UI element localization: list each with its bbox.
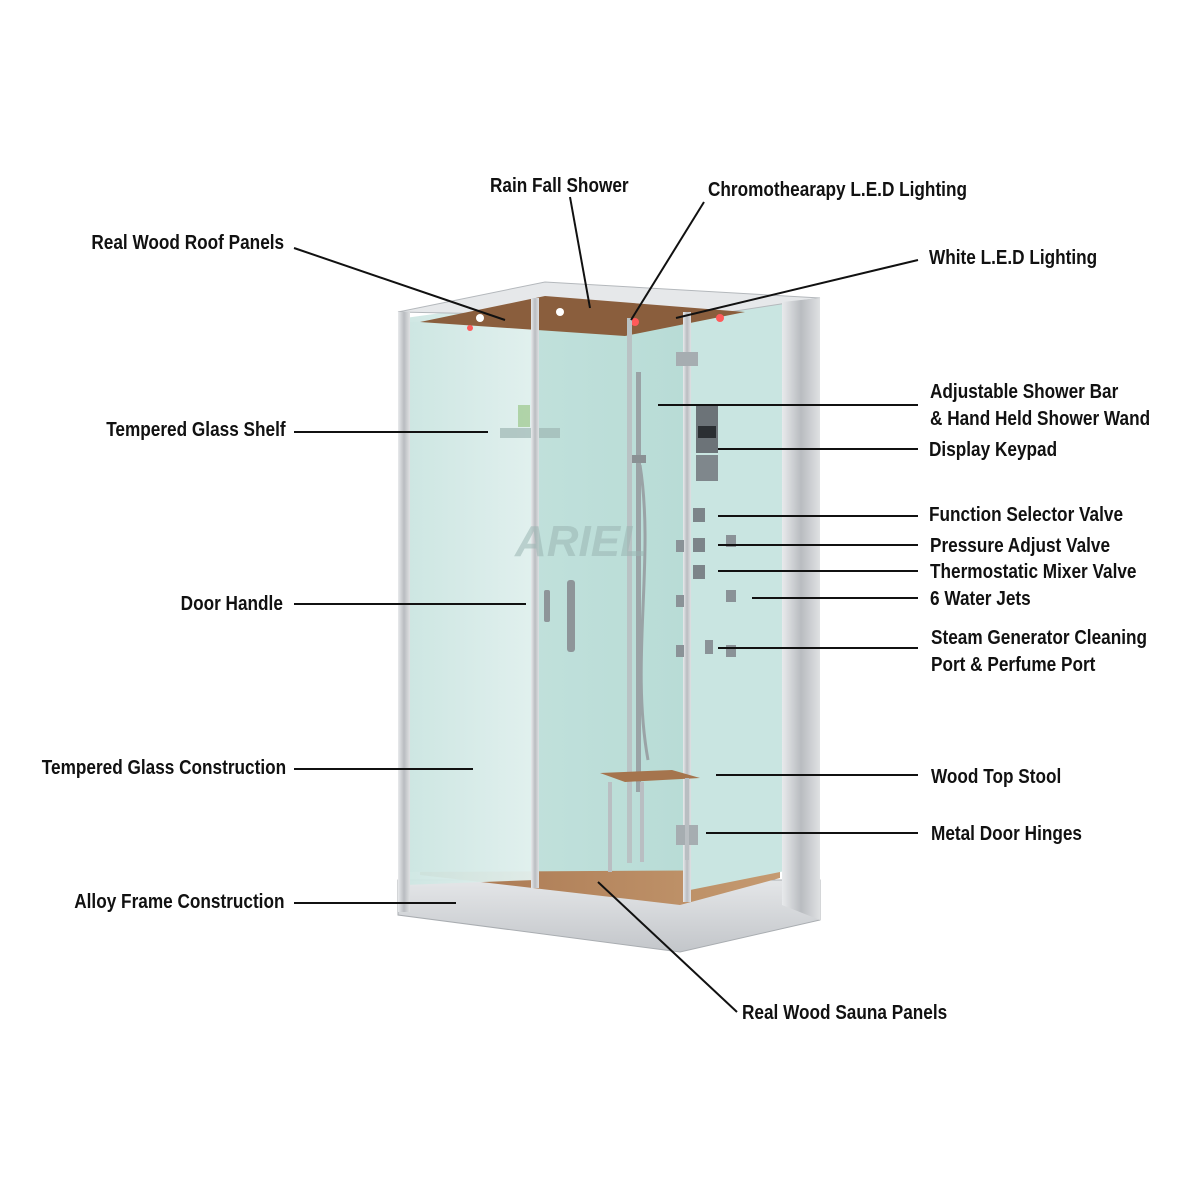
- leader-sauna-panels: [597, 881, 738, 1013]
- hinge-frame-post: [683, 312, 691, 902]
- leader-rain-fall: [569, 196, 591, 309]
- leader-chromotherapy: [630, 201, 705, 321]
- shower-hose: [638, 464, 650, 761]
- display-screen: [698, 426, 716, 438]
- label-metal-door-hinges: Metal Door Hinges: [931, 823, 1082, 845]
- label-real-wood-roof-panels: Real Wood Roof Panels: [91, 232, 284, 254]
- label-wood-top-stool: Wood Top Stool: [931, 766, 1062, 788]
- water-jet: [726, 590, 736, 602]
- stool-frame: [608, 782, 612, 872]
- water-jet: [726, 535, 736, 547]
- shower-bar: [636, 372, 641, 792]
- leader-lines: [293, 196, 919, 1013]
- steam-port: [705, 640, 713, 654]
- corner-frame-post: [627, 318, 632, 863]
- pressure-valve: [693, 538, 705, 552]
- label-perfume-port: Port & Perfume Port: [931, 654, 1096, 676]
- led-light-red: [631, 318, 639, 326]
- water-jet: [676, 595, 684, 607]
- label-pressure-adjust-valve: Pressure Adjust Valve: [930, 535, 1111, 557]
- left-glass-side: [405, 300, 535, 885]
- stool-frame: [640, 782, 644, 862]
- label-rain-fall-shower: Rain Fall Shower: [490, 175, 629, 197]
- label-white-led-lighting: White L.E.D Lighting: [929, 247, 1098, 269]
- shelf-bottle: [518, 405, 530, 427]
- label-alloy-frame-construction: Alloy Frame Construction: [73, 891, 284, 913]
- label-steam-generator-cleaning: Steam Generator Cleaning: [931, 627, 1148, 649]
- top-hinge: [676, 352, 698, 366]
- label-hand-held-shower-wand: & Hand Held Shower Wand: [930, 408, 1151, 430]
- stool-wood-top: [600, 770, 700, 782]
- label-door-handle: Door Handle: [180, 593, 283, 615]
- label-tempered-glass-construction: Tempered Glass Construction: [41, 757, 286, 779]
- water-jet: [726, 645, 736, 657]
- water-jet: [676, 645, 684, 657]
- led-light-red: [467, 325, 473, 331]
- shower-bar-slider: [632, 455, 646, 463]
- label-display-keypad: Display Keypad: [929, 439, 1058, 461]
- function-valve: [693, 508, 705, 522]
- led-light: [556, 308, 564, 316]
- right-frame-post: [782, 298, 820, 920]
- led-light-red: [716, 314, 724, 322]
- label-water-jets: 6 Water Jets: [930, 588, 1031, 610]
- door-frame-post: [531, 298, 539, 888]
- label-function-selector-valve: Function Selector Valve: [929, 504, 1124, 526]
- water-jet: [676, 540, 684, 552]
- led-light: [476, 314, 484, 322]
- left-frame-post: [398, 312, 410, 912]
- keypad: [696, 455, 718, 481]
- brand-watermark: ARIEL: [514, 517, 647, 566]
- leader-roof-panels: [293, 247, 506, 321]
- door-handle-bar: [567, 580, 575, 652]
- mixer-valve: [693, 565, 705, 579]
- label-real-wood-sauna-panels: Real Wood Sauna Panels: [742, 1002, 948, 1024]
- door-handle-bar: [544, 590, 550, 622]
- label-thermostatic-mixer-valve: Thermostatic Mixer Valve: [930, 561, 1137, 583]
- leader-white-led: [675, 259, 919, 319]
- label-adjustable-shower-bar: Adjustable Shower Bar: [930, 381, 1119, 403]
- glass-shelf: [500, 428, 560, 438]
- label-tempered-glass-shelf: Tempered Glass Shelf: [106, 419, 286, 441]
- label-chromotherapy-led-lighting: Chromothearapy L.E.D Lighting: [708, 179, 967, 201]
- wood-roof-panel: [420, 296, 745, 336]
- stool-frame: [685, 778, 689, 860]
- right-side-panel: [690, 300, 790, 890]
